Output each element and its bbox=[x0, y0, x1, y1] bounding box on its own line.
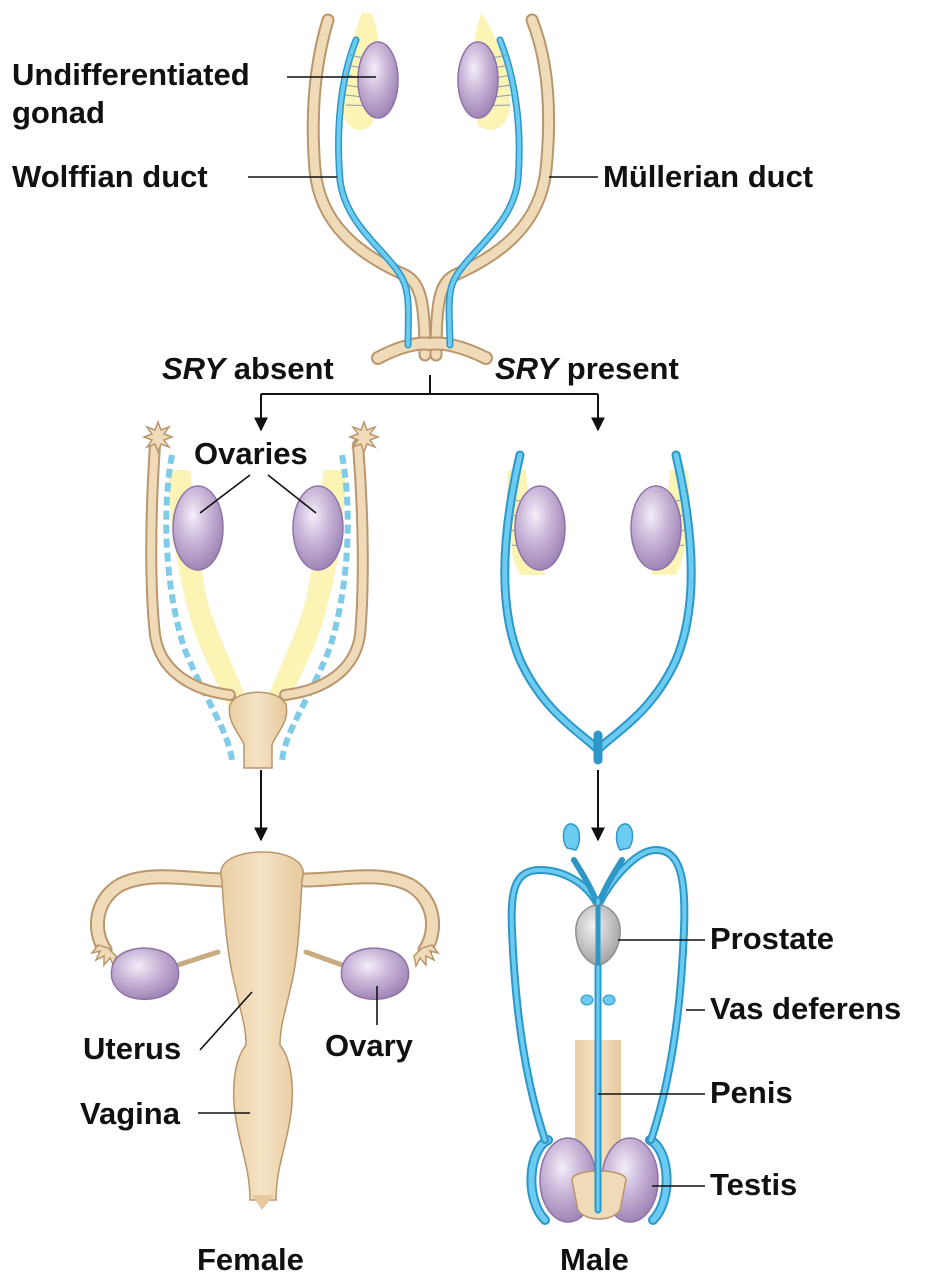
prostate-label: Prostate bbox=[710, 922, 834, 956]
female-developing bbox=[144, 422, 378, 768]
female-left-ovary bbox=[173, 486, 223, 570]
vas-deferens-label: Vas deferens bbox=[710, 992, 901, 1026]
male-developing bbox=[505, 455, 691, 760]
right-seminal-vesicle bbox=[617, 824, 633, 850]
undifferentiated-gonad-label-line1: Undifferentiated bbox=[12, 58, 250, 92]
left-seminal-vesicle bbox=[563, 824, 579, 850]
sry-absent-text: absent bbox=[225, 351, 334, 386]
male-right-testis-developing bbox=[631, 486, 681, 570]
right-undifferentiated-gonad bbox=[458, 42, 498, 118]
mullerian-duct-label: Müllerian duct bbox=[603, 160, 813, 194]
testis-label: Testis bbox=[710, 1168, 797, 1202]
wolffian-duct-label: Wolffian duct bbox=[12, 160, 208, 194]
left-undifferentiated-gonad bbox=[358, 42, 398, 118]
ovaries-label: Ovaries bbox=[194, 437, 308, 471]
sry-present-label: SRY present bbox=[495, 352, 679, 386]
male-label: Male bbox=[560, 1243, 629, 1277]
female-adult-right-ovary bbox=[341, 948, 408, 999]
uterus-shape bbox=[221, 852, 303, 1200]
undifferentiated-gonad-label-line2: gonad bbox=[12, 96, 105, 130]
vagina-label: Vagina bbox=[80, 1097, 180, 1131]
female-right-ovary bbox=[293, 486, 343, 570]
sry-absent-label: SRY absent bbox=[162, 352, 334, 386]
sry-present-gene: SRY bbox=[495, 351, 558, 386]
female-uterine-primordium bbox=[229, 692, 286, 768]
penis-label: Penis bbox=[710, 1076, 793, 1110]
ovary-label: Ovary bbox=[325, 1029, 413, 1063]
male-left-testis-developing bbox=[515, 486, 565, 570]
male-adult bbox=[512, 824, 705, 1222]
uterus-label: Uterus bbox=[83, 1032, 181, 1066]
sry-absent-gene: SRY bbox=[162, 351, 225, 386]
undifferentiated-stage bbox=[313, 12, 548, 358]
sry-present-text: present bbox=[558, 351, 679, 386]
female-label: Female bbox=[197, 1243, 304, 1277]
female-adult-left-ovary bbox=[111, 948, 178, 999]
